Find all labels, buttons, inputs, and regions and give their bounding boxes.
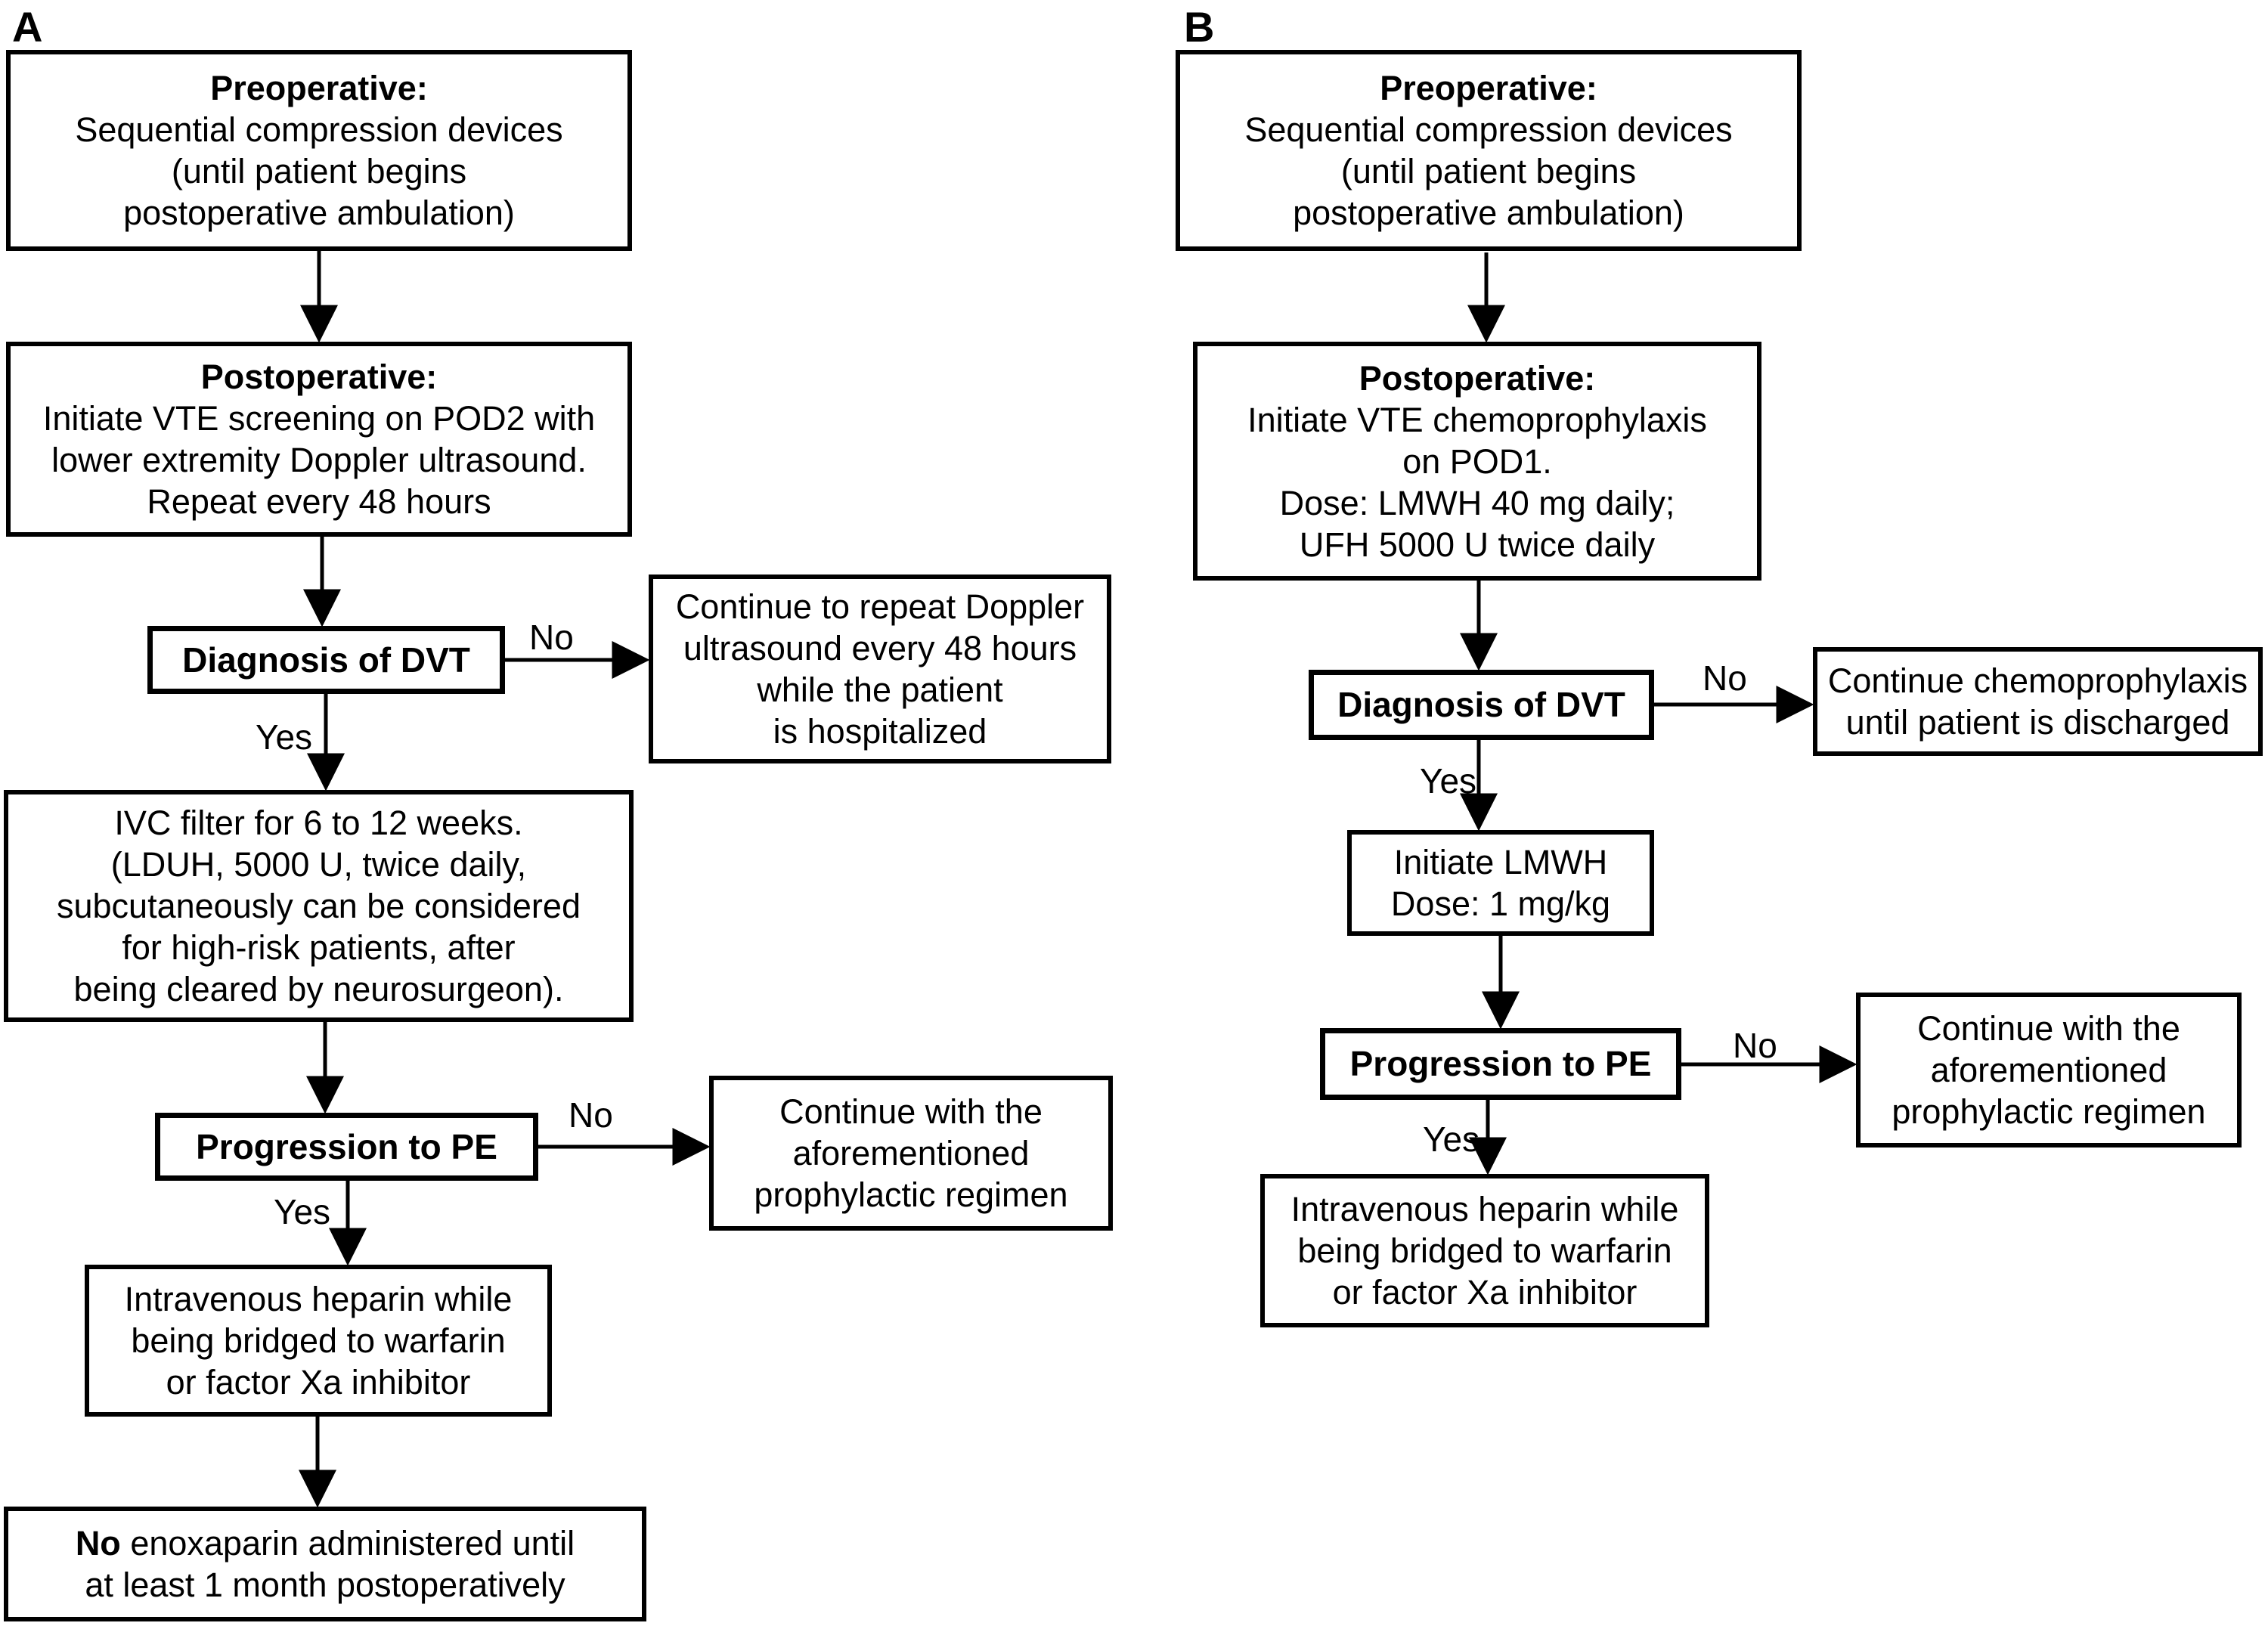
edge-label-a-pe-yes: Yes xyxy=(274,1192,331,1231)
node-a-ivc-filter: IVC filter for 6 to 12 weeks. (LDUH, 500… xyxy=(4,790,634,1022)
edge-label-a-pe-no: No xyxy=(569,1095,613,1135)
node-b-postoperative-title: Postoperative: xyxy=(1359,358,1596,398)
node-a-continue-prophylaxis: Continue with the aforementioned prophyl… xyxy=(709,1076,1113,1231)
node-b-progression-pe-title: Progression to PE xyxy=(1349,1044,1652,1083)
node-b-postoperative-body: Initiate VTE chemoprophylaxis on POD1. D… xyxy=(1247,400,1707,564)
node-a-iv-heparin: Intravenous heparin while being bridged … xyxy=(85,1265,552,1417)
panel-b-label: B xyxy=(1184,3,1215,51)
node-a-iv-heparin-body: Intravenous heparin while being bridged … xyxy=(124,1280,513,1401)
node-b-progression-pe: Progression to PE xyxy=(1320,1028,1681,1100)
node-a-no-enoxaparin-bold: No xyxy=(75,1524,121,1563)
node-b-initiate-lmwh: Initiate LMWH Dose: 1 mg/kg xyxy=(1347,830,1654,936)
node-a-no-enoxaparin-line1-rest: enoxaparin administered until xyxy=(120,1524,575,1563)
node-a-no-enoxaparin-line2: at least 1 month postoperatively xyxy=(85,1566,565,1604)
node-a-diagnosis-dvt: Diagnosis of DVT xyxy=(147,626,505,694)
node-a-continue-doppler: Continue to repeat Doppler ultrasound ev… xyxy=(649,575,1111,763)
node-a-ivc-filter-body: IVC filter for 6 to 12 weeks. (LDUH, 500… xyxy=(57,804,581,1008)
node-b-postoperative: Postoperative: Initiate VTE chemoprophyl… xyxy=(1193,342,1761,581)
node-b-preoperative-body: Sequential compression devices (until pa… xyxy=(1244,110,1733,232)
node-b-preoperative: Preoperative: Sequential compression dev… xyxy=(1176,50,1802,251)
node-a-preoperative-title: Preoperative: xyxy=(210,69,428,107)
edge-label-a-dvt-yes: Yes xyxy=(256,717,313,757)
node-a-postoperative-title: Postoperative: xyxy=(200,358,438,396)
node-a-postoperative-body: Initiate VTE screening on POD2 with lowe… xyxy=(42,399,596,521)
edge-label-a-dvt-no: No xyxy=(529,618,574,657)
node-b-diagnosis-dvt: Diagnosis of DVT xyxy=(1309,670,1654,740)
node-b-iv-heparin: Intravenous heparin while being bridged … xyxy=(1260,1174,1709,1327)
edge-label-b-pe-no: No xyxy=(1733,1026,1777,1065)
node-a-diagnosis-dvt-title: Diagnosis of DVT xyxy=(182,640,470,680)
edge-label-b-pe-yes: Yes xyxy=(1423,1120,1480,1159)
node-b-continue-chemoprophylaxis-body: Continue chemoprophylaxis until patient … xyxy=(1827,661,2248,742)
node-a-no-enoxaparin-line1: No enoxaparin administered until xyxy=(76,1522,575,1564)
edge-label-b-dvt-yes: Yes xyxy=(1420,761,1477,801)
node-a-postoperative: Postoperative: Initiate VTE screening on… xyxy=(6,342,632,537)
node-b-diagnosis-dvt-title: Diagnosis of DVT xyxy=(1337,685,1625,724)
node-a-continue-doppler-body: Continue to repeat Doppler ultrasound ev… xyxy=(675,587,1085,751)
node-b-continue-chemoprophylaxis: Continue chemoprophylaxis until patient … xyxy=(1813,647,2263,756)
node-b-iv-heparin-body: Intravenous heparin while being bridged … xyxy=(1290,1190,1679,1312)
node-a-no-enoxaparin: No enoxaparin administered until at leas… xyxy=(4,1507,646,1621)
node-b-continue-prophylaxis: Continue with the aforementioned prophyl… xyxy=(1856,993,2242,1147)
node-a-progression-pe-title: Progression to PE xyxy=(196,1126,497,1166)
node-a-progression-pe: Progression to PE xyxy=(155,1113,538,1181)
edge-label-b-dvt-no: No xyxy=(1703,658,1747,698)
node-a-continue-prophylaxis-body: Continue with the aforementioned prophyl… xyxy=(754,1092,1068,1214)
node-b-initiate-lmwh-body: Initiate LMWH Dose: 1 mg/kg xyxy=(1390,843,1611,923)
node-b-preoperative-title: Preoperative: xyxy=(1380,69,1597,107)
node-b-continue-prophylaxis-body: Continue with the aforementioned prophyl… xyxy=(1892,1009,2206,1131)
panel-a-label: A xyxy=(12,3,43,51)
node-a-preoperative-body: Sequential compression devices (until pa… xyxy=(75,110,563,232)
node-a-preoperative: Preoperative: Sequential compression dev… xyxy=(6,50,632,251)
